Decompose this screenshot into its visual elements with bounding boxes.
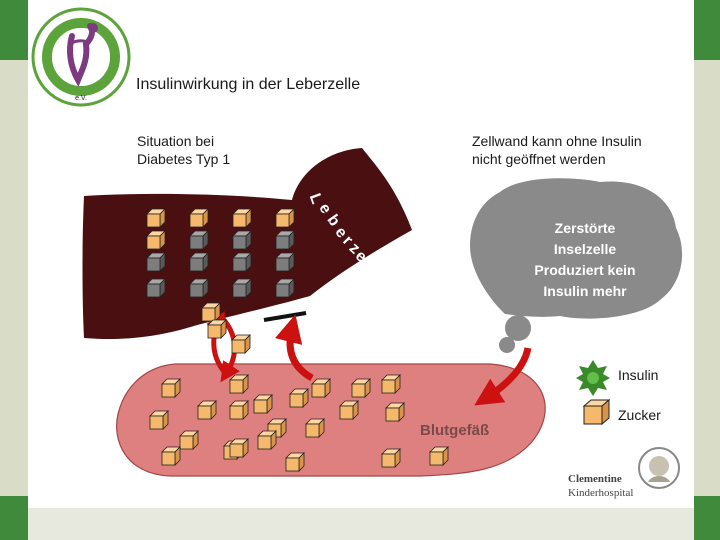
- sugar-cube: [285, 452, 305, 472]
- sugar-cube: [275, 208, 295, 228]
- insulin-star-icon: [576, 360, 610, 396]
- sugar-cube: [161, 378, 181, 398]
- cloud-line-1: Zerstörte: [554, 220, 616, 236]
- clinic-logo-icon: Clementine Kinderhospital: [568, 447, 680, 499]
- sugar-cube: [257, 430, 277, 450]
- cell-wall-line-2: nicht geöffnet werden: [472, 151, 606, 167]
- gray-sugar-cube: [146, 252, 166, 272]
- corner-green-bottom-left: [0, 496, 28, 540]
- sugar-cube: [207, 319, 227, 339]
- gray-sugar-cube: [189, 252, 209, 272]
- legend-sugar-label: Zucker: [618, 407, 661, 423]
- right-side-band: [694, 60, 720, 496]
- logo-ev-text: e.V.: [75, 95, 87, 102]
- situation-label: Situation bei Diabetes Typ 1: [137, 132, 230, 168]
- corner-green-top-left: [0, 0, 28, 60]
- slide-title: Insulinwirkung in der Leberzelle: [136, 76, 361, 93]
- situation-line-2: Diabetes Typ 1: [137, 151, 231, 167]
- sugar-cube: [381, 374, 401, 394]
- clinic-name-line1: Clementine: [568, 473, 622, 485]
- cloud-label: Zerstörte Inselzelle Produziert kein Ins…: [500, 218, 670, 302]
- sugar-cube: [149, 410, 169, 430]
- gray-sugar-cube: [275, 252, 295, 272]
- situation-line-1: Situation bei: [137, 133, 215, 149]
- sugar-cube: [289, 388, 309, 408]
- arrow-blood-to-liver: [275, 314, 314, 382]
- sugar-cube: [197, 400, 217, 420]
- gray-sugar-cube: [232, 230, 252, 250]
- gray-sugar-cube: [189, 278, 209, 298]
- sugar-cube: [305, 418, 325, 438]
- sugar-cube: [231, 334, 251, 354]
- sugar-cube: [201, 302, 221, 322]
- sugar-cube: [381, 448, 401, 468]
- gray-sugar-cube: [232, 278, 252, 298]
- bottom-strip: [28, 508, 694, 540]
- sugar-cube: [146, 230, 166, 250]
- corner-green-bottom-right: [694, 496, 720, 540]
- cloud-bubble: [505, 315, 531, 341]
- sugar-cube: [229, 374, 249, 394]
- arrow-cloud-to-blood: [474, 347, 532, 406]
- corner-green-top-right: [694, 0, 720, 60]
- clinic-name-line2: Kinderhospital: [568, 487, 633, 499]
- cloud-line-4: Insulin mehr: [543, 283, 627, 299]
- sugar-cube: [385, 402, 405, 422]
- sugar-cube: [429, 446, 449, 466]
- sugar-cube: [351, 378, 371, 398]
- sugar-cube: [232, 208, 252, 228]
- sugar-cube: [179, 430, 199, 450]
- cloud-bubble: [499, 337, 515, 353]
- blood-vessel-label: Blutgefäß: [420, 422, 490, 439]
- sugar-cube-icon: [582, 398, 611, 426]
- closed-cell-wall: [263, 311, 307, 322]
- cell-wall-line-1: Zellwand kann ohne Insulin: [472, 133, 642, 149]
- gray-sugar-cube: [146, 278, 166, 298]
- cell-wall-label: Zellwand kann ohne Insulin nicht geöffne…: [472, 132, 642, 168]
- gray-sugar-cube: [275, 230, 295, 250]
- cloud-line-3: Produziert kein: [534, 262, 636, 278]
- gray-sugar-cube: [232, 252, 252, 272]
- sugar-cube: [229, 400, 249, 420]
- cloud-shape: [470, 178, 683, 319]
- left-side-band: [0, 60, 28, 496]
- sugar-cube: [229, 438, 249, 458]
- gray-sugar-cube: [275, 278, 295, 298]
- blood-vessel-shape: [116, 363, 546, 477]
- cloud-line-2: Inselzelle: [553, 241, 617, 257]
- sugar-cube: [146, 208, 166, 228]
- legend-insulin-label: Insulin: [618, 367, 659, 383]
- sugar-cube: [189, 208, 209, 228]
- sugar-cube: [339, 400, 359, 420]
- sugar-cube: [161, 446, 181, 466]
- sugar-cube: [253, 394, 273, 414]
- gray-sugar-cube: [189, 230, 209, 250]
- association-logo-icon: e.V.: [31, 7, 131, 107]
- sugar-cube: [311, 378, 331, 398]
